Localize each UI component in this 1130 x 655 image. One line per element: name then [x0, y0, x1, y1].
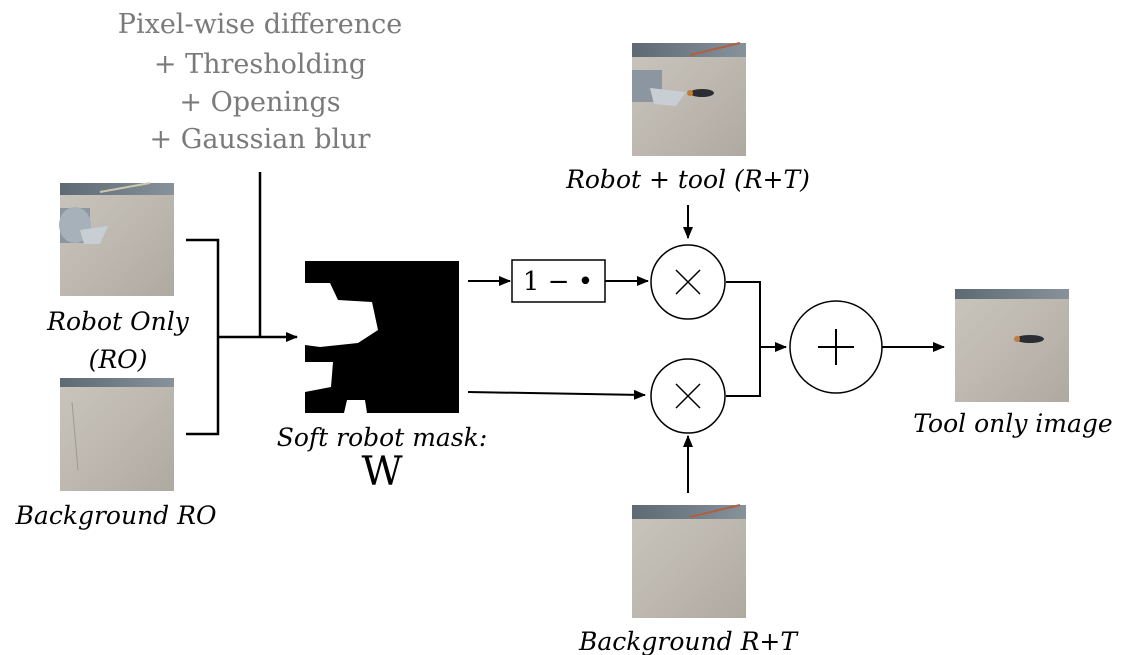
robot-only-caption-line2: (RO): [89, 345, 148, 374]
mask-connectors: [467, 276, 649, 400]
robot-tool-image: [632, 42, 746, 156]
input-connectors: [186, 172, 298, 436]
tool-only-caption: Tool only image: [913, 409, 1112, 438]
add-node: [789, 300, 883, 394]
processing-step-4: + Gaussian blur: [150, 124, 371, 155]
complement-box: [511, 259, 606, 303]
robot-only-image: [59, 182, 174, 296]
background-ro-caption: Background RO: [15, 501, 217, 530]
multiply-node-bottom: [650, 358, 726, 434]
soft-robot-mask-image: [305, 261, 459, 413]
complement-label: 1 − •: [523, 267, 593, 297]
robot-tool-caption: Robot + tool (R+T): [565, 165, 810, 194]
background-rt-image: [632, 504, 746, 618]
mask-symbol: W: [361, 449, 402, 495]
background-ro-image: [60, 378, 174, 491]
background-rt-caption: Background R+T: [578, 627, 799, 655]
robot-only-caption-line1: Robot Only: [46, 307, 190, 336]
sum-connectors: [726, 281, 945, 397]
tool-only-image: [955, 289, 1069, 402]
mask-caption: Soft robot mask:: [277, 423, 488, 452]
processing-step-2: + Thresholding: [154, 49, 366, 80]
processing-steps: Pixel-wise difference + Thresholding + O…: [118, 9, 402, 155]
processing-step-3: + Openings: [179, 87, 340, 118]
multiply-node-top: [650, 244, 726, 320]
processing-step-1: Pixel-wise difference: [118, 9, 402, 40]
